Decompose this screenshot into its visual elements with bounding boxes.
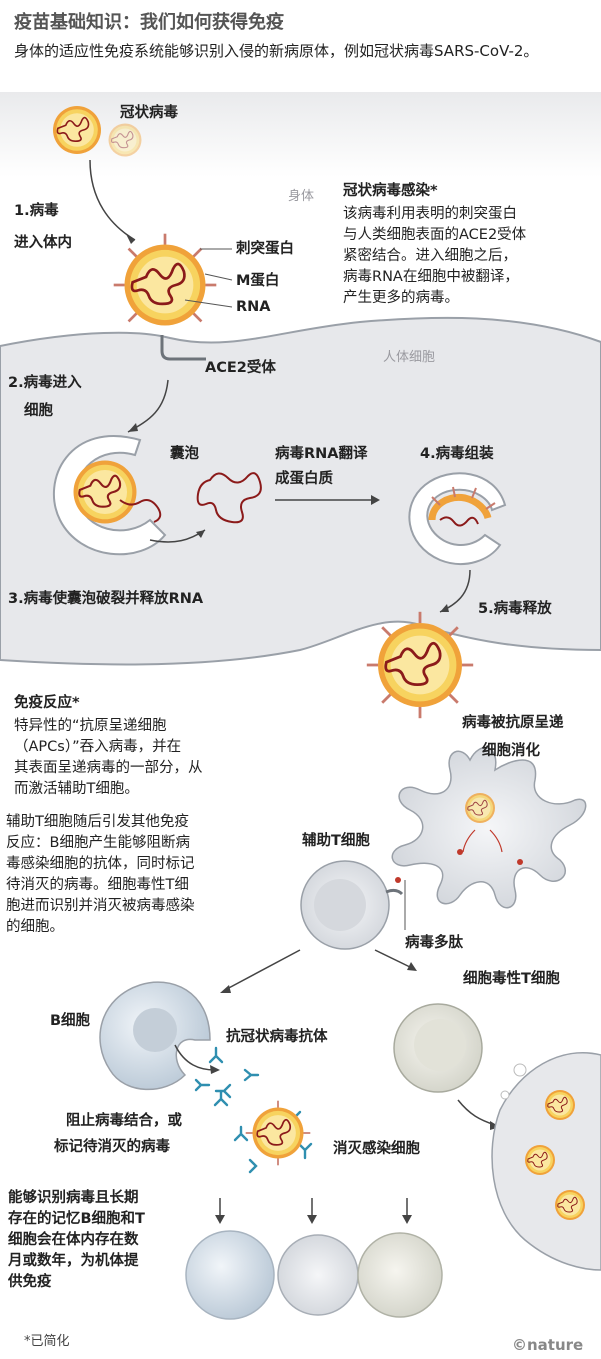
coronavirus-small [52,105,102,155]
antigen-presenting-cell [391,746,587,909]
arrow-to-cytotoxic [374,949,413,969]
label-step4: 4.病毒组装 [420,446,494,462]
pointer-rna [184,299,233,308]
intro-text: 身体的适应性免疫系统能够识别入侵的新病原体，例如冠状病毒SARS-CoV-2。 [14,42,539,60]
assembly-capsid [428,493,492,521]
memory-t-cell [277,1234,359,1316]
antibodies [194,1046,313,1174]
memory-explanation: 能够识别病毒且长期 存在的记忆B细胞和T 细胞会在体内存在数 月或数年，为机体提… [8,1190,145,1290]
virus-in-infected-1 [544,1089,576,1121]
coronavirus-released [366,611,474,719]
virus-in-infected-2 [524,1144,556,1176]
infection-heading: 冠状病毒感染* [343,183,438,199]
immune-heading: 免疫反应* [14,695,80,711]
label-translate-line1: 病毒RNA翻译 [275,446,368,462]
memory-cytotoxic-cell [357,1232,443,1318]
pointer-m [204,273,233,281]
immune-text: 特异性的“抗原呈递细胞 （APCs）”吞入病毒，并在 其表面呈递病毒的一部分，从… [14,718,203,797]
label-step1-line1: 1.病毒 [14,203,59,219]
digested-virus [464,792,496,824]
label-step2-line2: 细胞 [24,403,53,419]
coronavirus-in-vesicle [72,459,138,525]
footnote: *已简化 [24,1334,70,1349]
label-vesicle: 囊泡 [170,446,199,462]
coronavirus-main [113,233,217,327]
label-apc-line2: 细胞消化 [482,743,540,759]
label-block-line1: 阻止病毒结合，或 [66,1113,182,1129]
label-helper-t: 辅助T细胞 [302,833,370,849]
infection-text: 该病毒利用表明的刺突蛋白 与人类细胞表面的ACE2受体 紧密结合。进入细胞之后，… [343,206,527,306]
nature-logo: ©nature [512,1336,584,1354]
page-title: 疫苗基础知识：我们如何获得免疫 [14,12,284,33]
human-cell-membrane [0,316,601,666]
memory-b-cell [185,1230,275,1320]
label-step5: 5.病毒释放 [478,601,552,617]
coronavirus-faint [107,122,143,158]
label-kill: 消灭感染细胞 [333,1141,420,1157]
label-peptide: 病毒多肽 [405,935,463,951]
helper-explanation: 辅助T细胞随后引发其他免疫 反应：B细胞产生能够阻断病 毒感染细胞的抗体，同时标… [6,814,195,935]
label-coronavirus: 冠状病毒 [120,105,178,121]
assembly-vesicle [408,472,507,565]
label-antibody: 抗冠状病毒抗体 [226,1029,328,1045]
arrow-kill [457,1099,496,1126]
label-cytotoxic-t: 细胞毒性T细胞 [463,971,560,987]
label-step1-line2: 进入体内 [14,235,72,251]
label-human-cell: 人体细胞 [383,350,436,365]
ace2-receptor [160,335,206,361]
rna-released [196,472,262,524]
label-rna: RNA [236,299,271,315]
arrow-to-bcell [224,949,301,991]
neutralized-virus [245,1100,311,1166]
label-ace2: ACE2受体 [205,360,276,376]
rna-assembly [439,516,479,527]
tcr-contact [385,888,404,896]
label-translate-line2: 成蛋白质 [275,471,333,487]
label-m-protein: M蛋白 [236,273,280,289]
label-spike: 刺突蛋白 [236,241,294,257]
label-step2-line1: 2.病毒进入 [8,375,82,391]
virus-in-infected-3 [554,1189,586,1221]
label-body: 身体 [288,189,315,204]
label-step3: 3.病毒使囊泡破裂并释放RNA [8,591,204,607]
label-b-cell: B细胞 [50,1013,91,1029]
label-apc-line1: 病毒被抗原呈递 [462,715,564,731]
label-block-line2: 标记待消灭的病毒 [54,1139,170,1155]
rna-strand-1 [119,499,162,523]
memory-arrows [219,1198,408,1218]
arrow-antibody [174,1044,216,1071]
